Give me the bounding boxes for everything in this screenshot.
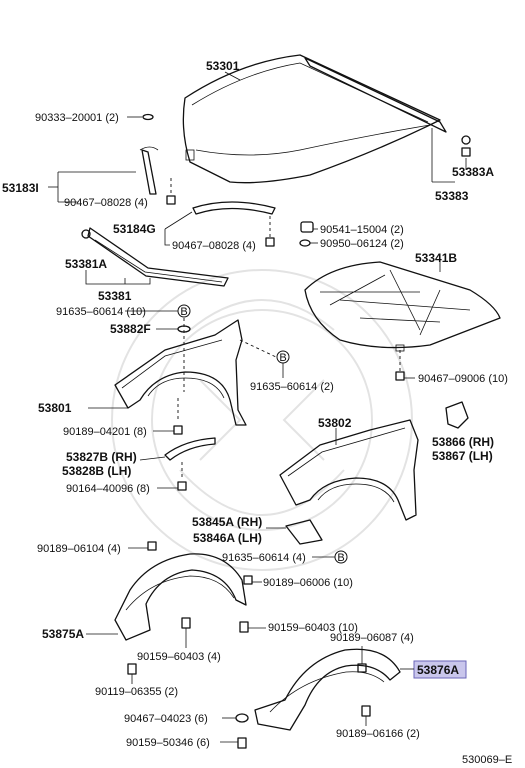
moulding-53827b[interactable] <box>164 437 216 461</box>
label-53845a[interactable]: 53845A (RH) <box>192 515 262 529</box>
clip-90467a[interactable] <box>166 195 176 205</box>
label-53381[interactable]: 53381 <box>98 289 132 303</box>
front-fender-rh-53802[interactable] <box>279 419 419 521</box>
label-90950[interactable]: 90950–06124 (2) <box>320 238 404 250</box>
label-53801[interactable]: 53801 <box>38 401 72 415</box>
screw-90159a[interactable] <box>239 621 249 633</box>
ref-circle-b-2: B <box>276 350 290 364</box>
bracket-53381 <box>85 270 151 285</box>
highlight-53876a <box>413 660 467 679</box>
bracket-53184g <box>164 229 170 246</box>
label-90333[interactable]: 90333–20001 (2) <box>35 112 119 124</box>
bracket-53866[interactable] <box>445 401 469 429</box>
label-53184g[interactable]: 53184G <box>113 222 156 236</box>
label-53383[interactable]: 53383 <box>435 189 469 203</box>
clip-53383a[interactable] <box>461 135 471 170</box>
bracket-53845a[interactable] <box>285 519 323 545</box>
clip-90189c[interactable] <box>243 575 253 585</box>
label-90189a[interactable]: 90189–04201 (8) <box>63 426 147 438</box>
grommet-90333[interactable] <box>142 113 154 121</box>
label-53183i[interactable]: 53183I <box>2 181 39 195</box>
front-fender-lh-53801[interactable] <box>114 319 247 426</box>
leader-53184g <box>164 211 193 230</box>
label-53866[interactable]: 53866 (RH) <box>432 435 494 449</box>
label-90189d[interactable]: 90189–06087 (4) <box>330 632 414 644</box>
screw-90159c[interactable] <box>237 737 247 749</box>
label-90467c[interactable]: 90467–09006 (10) <box>418 373 508 385</box>
label-53301[interactable]: 53301 <box>206 59 240 73</box>
cushion-90950[interactable] <box>299 239 311 247</box>
label-53383a[interactable]: 53383A <box>452 165 494 179</box>
label-53846a[interactable]: 53846A (LH) <box>193 531 262 545</box>
bracket-53183i <box>57 171 136 203</box>
label-53827b[interactable]: 53827B (RH) <box>66 450 137 464</box>
label-90541[interactable]: 90541–15004 (2) <box>320 224 404 236</box>
label-91635a[interactable]: 91635–60614 (10) <box>56 306 146 318</box>
screw-90119[interactable] <box>127 663 137 675</box>
label-90189b[interactable]: 90189–06104 (4) <box>37 543 121 555</box>
label-53381a[interactable]: 53381A <box>65 257 107 271</box>
label-90467d[interactable]: 90467–04023 (6) <box>124 713 208 725</box>
label-53875a[interactable]: 53875A <box>42 627 84 641</box>
hood-support-53381[interactable] <box>81 227 229 287</box>
clip-90189e[interactable] <box>361 705 371 717</box>
diagram-code: 530069–E <box>462 754 512 766</box>
label-91635b[interactable]: 91635–60614 (2) <box>250 381 334 393</box>
label-90189c[interactable]: 90189–06006 (10) <box>263 577 353 589</box>
bumper-90541[interactable] <box>300 221 314 233</box>
ref-circle-b-1: B <box>177 304 191 318</box>
seal-53184g[interactable] <box>192 201 276 215</box>
label-90189e[interactable]: 90189–06166 (2) <box>336 728 420 740</box>
label-90164[interactable]: 90164–40096 (8) <box>66 483 150 495</box>
label-90159a[interactable]: 90159–60403 (10) <box>268 622 358 634</box>
label-53341b[interactable]: 53341B <box>415 251 457 265</box>
clip-90164[interactable] <box>177 481 187 491</box>
fender-liner-lh-53875a[interactable] <box>114 553 247 641</box>
bolt-90189a[interactable] <box>173 425 183 435</box>
label-53882f[interactable]: 53882F <box>110 322 151 336</box>
label-53867[interactable]: 53867 (LH) <box>432 449 493 463</box>
clip-90467c[interactable] <box>395 371 405 381</box>
watermark-emblem <box>111 269 413 571</box>
svg-text:B: B <box>180 306 187 318</box>
svg-text:B: B <box>337 552 344 564</box>
nut-90467d[interactable] <box>235 713 249 723</box>
label-90159c[interactable]: 90159–50346 (6) <box>126 737 210 749</box>
label-53828b[interactable]: 53828B (LH) <box>62 464 131 478</box>
ref-circle-b-3: B <box>334 550 348 564</box>
clip-90189b[interactable] <box>147 541 157 551</box>
leader-53827b <box>139 456 166 461</box>
label-90119[interactable]: 90119–06355 (2) <box>95 686 178 698</box>
hood-panel[interactable] <box>182 54 441 184</box>
label-53802[interactable]: 53802 <box>318 416 352 430</box>
clip-90467b[interactable] <box>265 237 275 247</box>
svg-text:B: B <box>279 352 286 364</box>
hood-seal[interactable] <box>304 57 455 183</box>
hood-insulator-53341b[interactable] <box>304 261 501 352</box>
label-90467b[interactable]: 90467–08028 (4) <box>172 240 256 252</box>
screw-90159b[interactable] <box>181 617 191 629</box>
fender-liner-rh-53876a[interactable] <box>254 648 401 731</box>
label-90467a[interactable]: 90467–08028 (4) <box>64 197 148 209</box>
label-90159b[interactable]: 90159–60403 (4) <box>137 651 221 663</box>
side-seal-53183i[interactable] <box>139 146 159 195</box>
label-91635c[interactable]: 91635–60614 (4) <box>222 552 306 564</box>
label-53876a[interactable]: 53876A <box>417 663 459 677</box>
leader-53301 <box>224 71 241 81</box>
